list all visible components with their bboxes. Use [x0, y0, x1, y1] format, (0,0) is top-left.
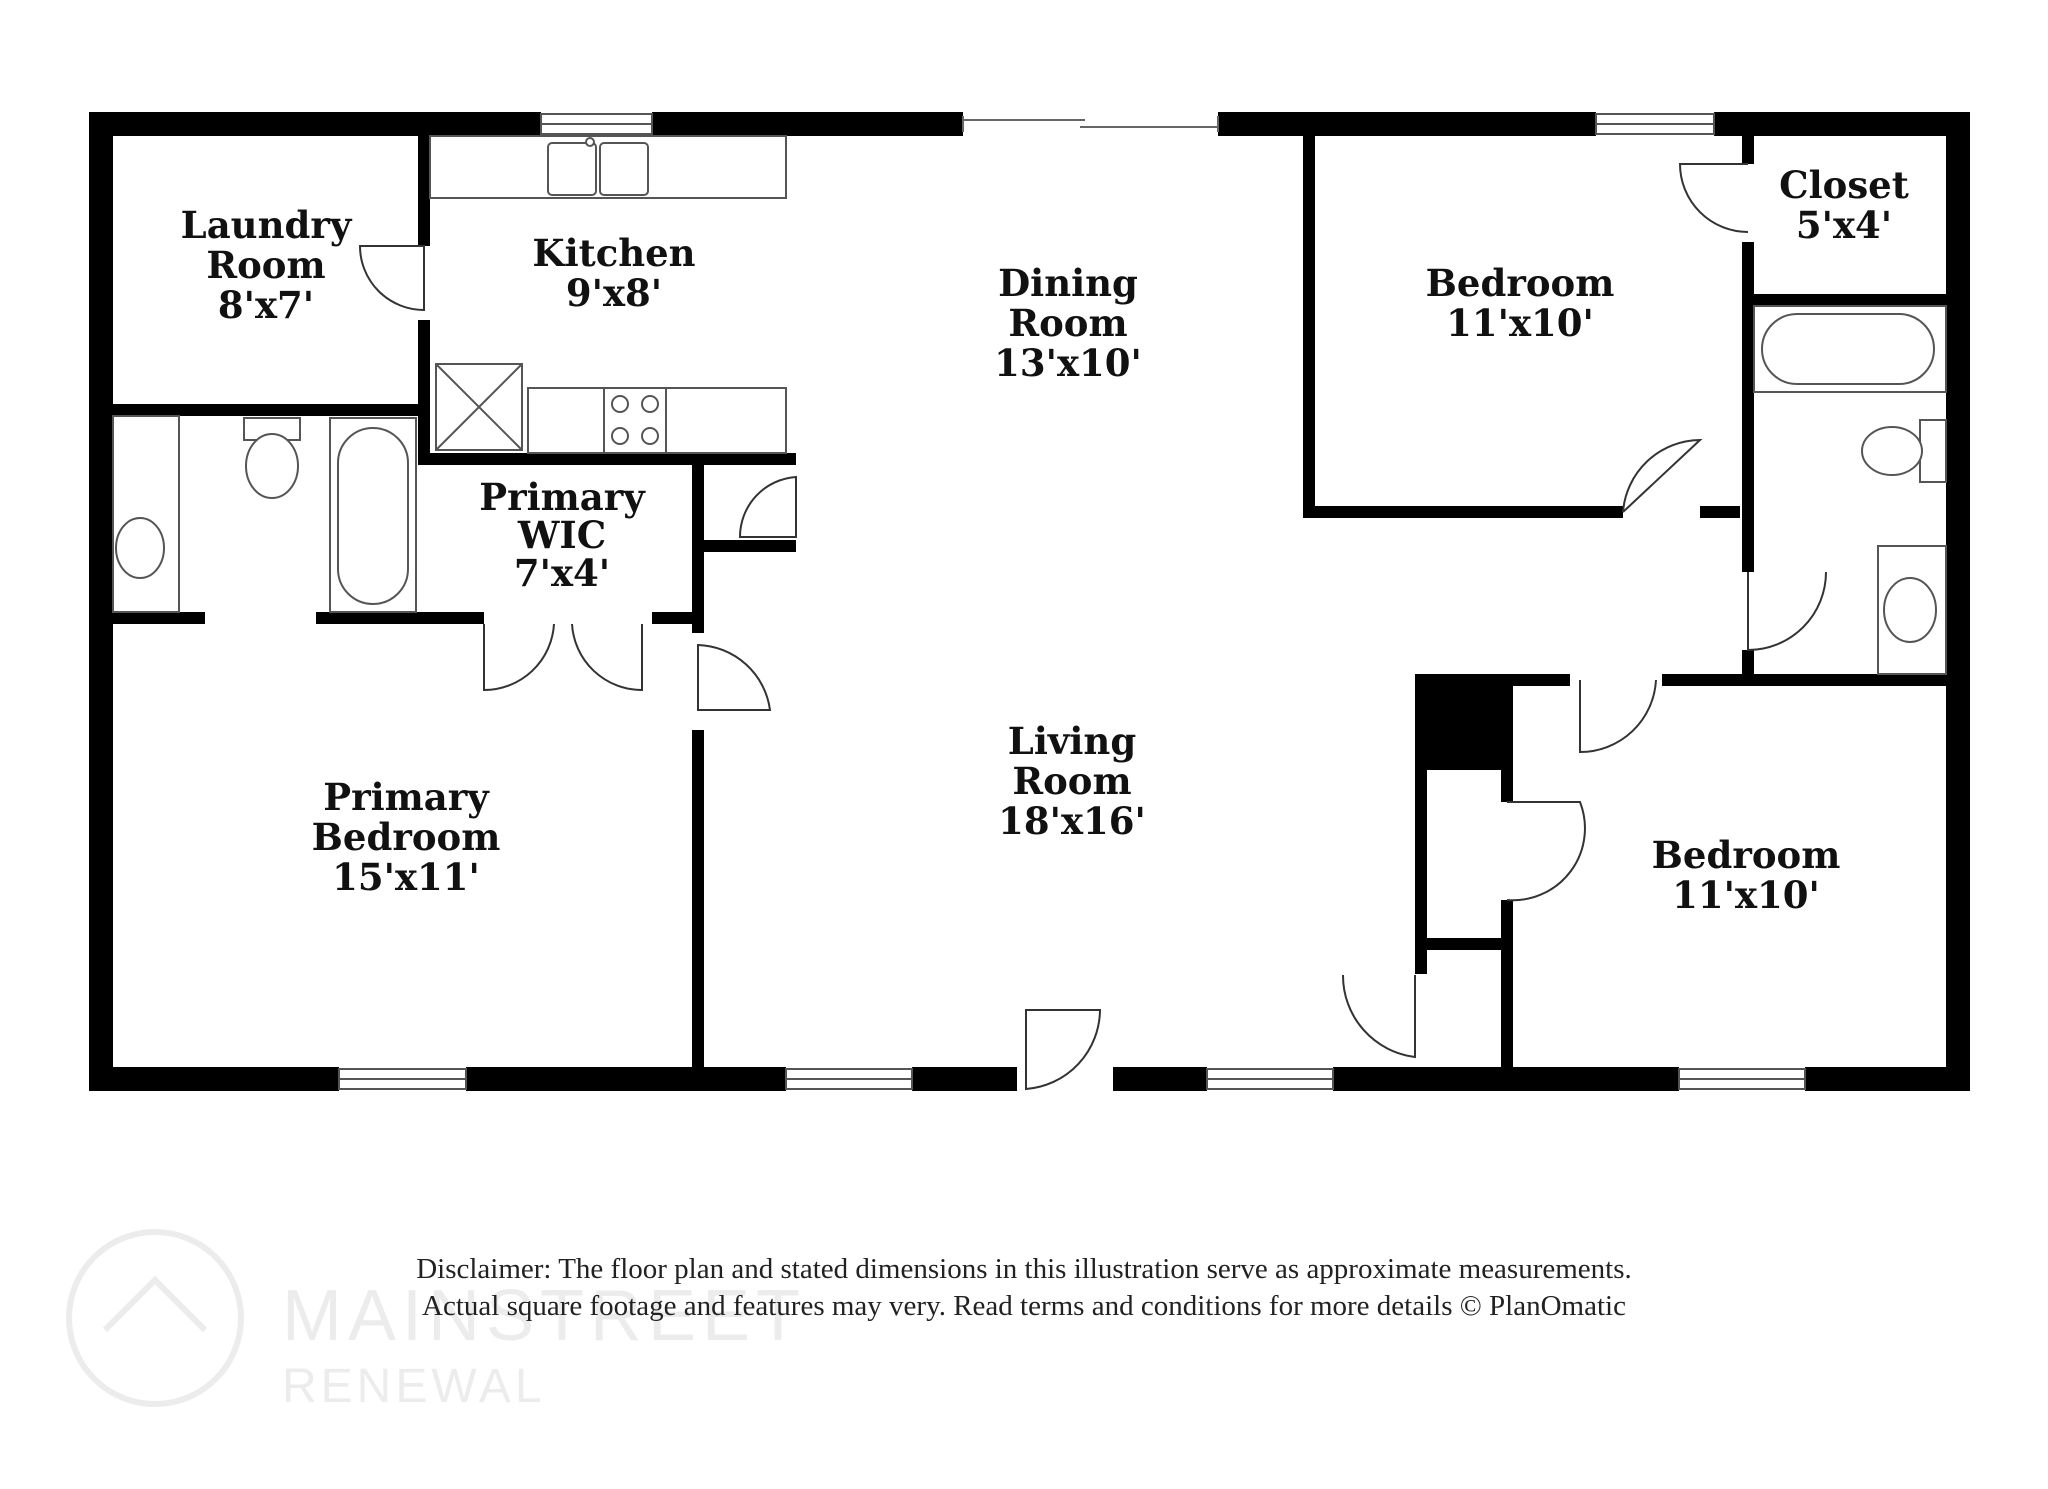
- primary-bed-dims: 15'x11': [332, 855, 480, 899]
- door-primary-wic-left: [483, 623, 555, 692]
- laundry-label-1: Laundry: [181, 203, 353, 247]
- laundry-dims: 8'x7': [218, 283, 314, 327]
- laundry-label-2: Room: [206, 243, 325, 287]
- kitchen-dims: 9'x8': [566, 271, 662, 315]
- sink-icon: [115, 517, 165, 579]
- living-label-1: Living: [1008, 719, 1136, 763]
- dining-label-2: Room: [1008, 301, 1127, 345]
- stove-icon: [603, 387, 667, 454]
- door-closet: [1678, 163, 1749, 233]
- door-primary-bed: [697, 643, 772, 711]
- room-labels: Laundry Room 8'x7' Kitchen 9'x8' Dining …: [181, 163, 1909, 917]
- door-wic-closet: [738, 475, 797, 538]
- hall-toilet-icon: [1861, 426, 1923, 476]
- dining-label-1: Dining: [998, 261, 1138, 305]
- kitchen-label: Kitchen: [532, 231, 695, 275]
- door-bath-east: [1747, 571, 1827, 652]
- primary-wic-label-2: WIC: [517, 513, 606, 557]
- disclaimer-line-2: Actual square footage and features may v…: [422, 1290, 1626, 1322]
- hall-toilet-tank-icon: [1919, 419, 1947, 483]
- living-label-2: Room: [1012, 759, 1131, 803]
- primary-bed-label-2: Bedroom: [312, 815, 501, 859]
- watermark-line1: MAINSTREET: [282, 1276, 806, 1356]
- watermark-line2: RENEWAL: [282, 1360, 546, 1413]
- interior-walls: [113, 136, 1946, 1067]
- bedroom-se-dims: 11'x10': [1672, 873, 1820, 917]
- bedroom-ne-label: Bedroom: [1426, 261, 1615, 305]
- watermark: MAINSTREET RENEWAL: [66, 1229, 806, 1413]
- doors: [358, 163, 1827, 1091]
- closet-dims: 5'x4': [1796, 203, 1892, 247]
- watermark-logo-icon: [66, 1229, 244, 1407]
- disclaimer-line-1: Disclaimer: The floor plan and stated di…: [416, 1253, 1632, 1285]
- door-primary-wic-right: [571, 623, 643, 692]
- door-hall-closet-2: [1341, 974, 1416, 1059]
- bedroom-ne-dims: 11'x10': [1446, 301, 1594, 345]
- primary-wic-dims: 7'x4': [514, 551, 610, 595]
- bedroom-se-label: Bedroom: [1652, 833, 1841, 877]
- living-dims: 18'x16': [998, 799, 1146, 843]
- door-front: [1025, 1009, 1102, 1091]
- exterior-walls: [89, 112, 1970, 1091]
- primary-wic-label-1: Primary: [479, 475, 646, 519]
- primary-bed-label-1: Primary: [323, 775, 490, 819]
- dining-dims: 13'x10': [994, 341, 1142, 385]
- fixtures: [112, 135, 1947, 675]
- door-bedroom-se: [1579, 679, 1657, 754]
- toilet-icon: [245, 433, 299, 499]
- sliding-door: [962, 116, 1219, 132]
- closet-label: Closet: [1779, 163, 1909, 207]
- door-hall-closet-1: [1506, 801, 1586, 902]
- door-bedroom-ne: [1622, 438, 1703, 513]
- windows: [338, 113, 1806, 1090]
- hall-sink-icon: [1883, 577, 1937, 643]
- vanity-icon: [112, 415, 180, 613]
- door-laundry: [358, 245, 425, 312]
- kitchen-sink-icon: [547, 142, 597, 196]
